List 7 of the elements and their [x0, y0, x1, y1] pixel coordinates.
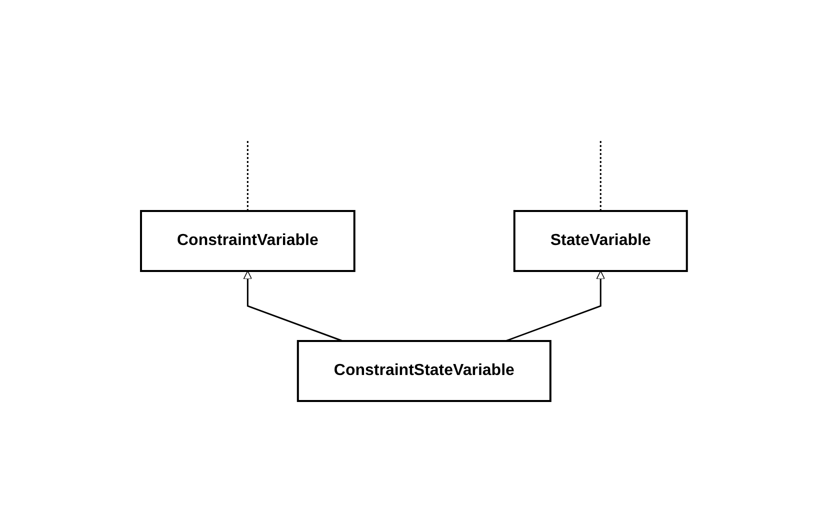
connector	[599, 141, 601, 211]
node-box: ConstraintVariable	[140, 210, 355, 272]
connector	[246, 141, 248, 211]
node-box: StateVariable	[512, 210, 688, 272]
arrow	[504, 270, 605, 342]
arrow	[242, 270, 343, 342]
node-box: ConstraintStateVariable	[296, 340, 551, 402]
